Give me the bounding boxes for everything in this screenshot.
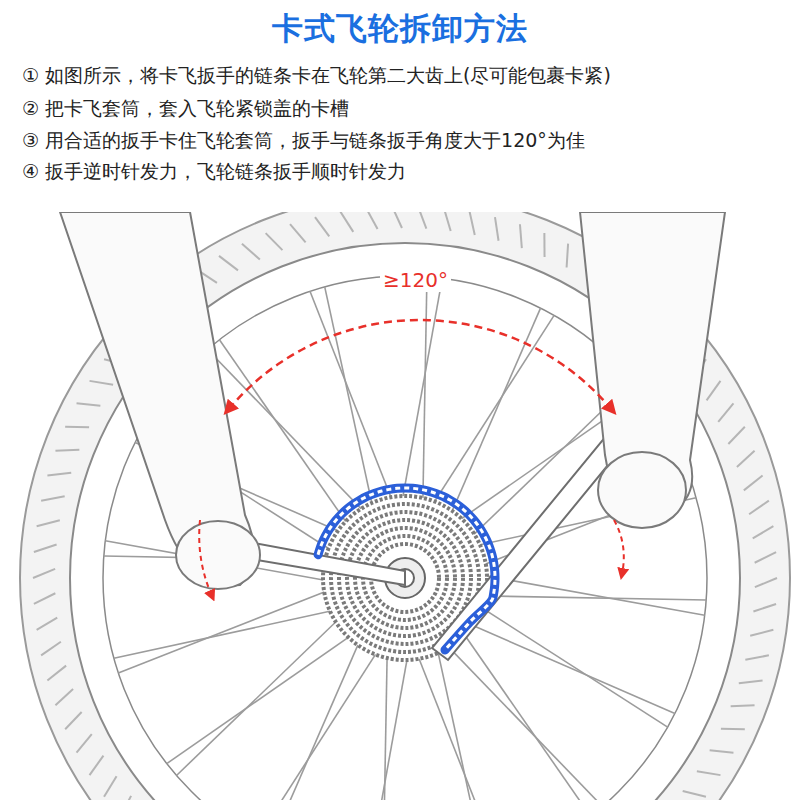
tire-tread <box>520 224 522 248</box>
tire-tread <box>543 233 545 257</box>
tire-tread <box>37 520 60 526</box>
right-hand <box>598 452 686 528</box>
tire-tread <box>65 426 89 429</box>
tire-tread <box>120 796 131 800</box>
tire-tread <box>749 501 769 515</box>
tire-tread <box>315 217 329 236</box>
tire-tread <box>47 473 71 476</box>
spoke <box>114 603 368 658</box>
tire-tread <box>34 544 57 552</box>
tire-tread <box>219 256 238 271</box>
tire-tread <box>731 705 755 706</box>
tire-tread <box>750 630 773 636</box>
tire-tread <box>755 578 777 587</box>
tire-tread <box>242 244 260 260</box>
chain <box>318 488 495 650</box>
tire-tread <box>55 450 79 451</box>
tire-tread <box>707 381 721 400</box>
tire-tread <box>34 593 55 604</box>
tire-tread <box>755 552 776 563</box>
tire-tread <box>444 212 451 231</box>
tire-tread <box>90 756 104 775</box>
tire-tread <box>65 712 81 729</box>
wheel-group <box>20 212 790 800</box>
tire-tread <box>33 569 55 578</box>
tire-tread <box>41 642 61 656</box>
force-arrow <box>199 520 212 596</box>
tire-tread <box>37 618 58 630</box>
tire-tread <box>721 728 745 731</box>
tire-tread <box>745 655 769 659</box>
angle-arc <box>228 320 611 409</box>
tire-tread <box>683 791 706 797</box>
step-text: ① 如图所示，将卡飞扳手的链条卡在飞轮第二大齿上(尽可能包裹卡紧) <box>22 64 611 87</box>
tire-tread <box>739 681 763 684</box>
tire-tread <box>470 212 475 235</box>
tire-tread <box>753 604 776 612</box>
angle-label: ≥120° <box>380 268 451 292</box>
tire-tread <box>90 381 114 385</box>
tire-tread <box>55 689 73 705</box>
chain-links <box>318 488 495 650</box>
tire-tread <box>744 475 763 490</box>
tire-tread <box>728 427 744 444</box>
tire-tread <box>340 212 353 232</box>
step-text: ② 把卡飞套筒，套入飞轮紧锁盖的卡槽 <box>22 97 349 120</box>
tire-tread <box>753 526 774 538</box>
tire-tread <box>266 233 283 250</box>
tire-tread <box>737 451 755 467</box>
step-text: ③ 用合适的扳手卡住飞轮套筒，扳手与链条扳手角度大于120°为佳 <box>22 129 585 152</box>
tire-tread <box>392 212 402 228</box>
tire-tread <box>290 224 306 242</box>
tire-tread <box>697 771 721 775</box>
tire-tread <box>47 666 66 681</box>
force-arrow <box>614 520 624 574</box>
tire-tread <box>77 403 101 405</box>
tire-tread <box>710 750 734 752</box>
tire-tread <box>495 217 499 241</box>
left-hand <box>176 521 260 589</box>
tire-tread <box>418 212 426 229</box>
tire <box>20 212 790 800</box>
tire-tread <box>41 496 65 500</box>
tire-tread <box>567 244 568 268</box>
tire-tread <box>104 776 117 796</box>
tire-tread <box>366 212 377 229</box>
tire-tread <box>718 403 733 421</box>
title: 卡式飞轮拆卸方法 <box>272 10 528 47</box>
tire-tread <box>77 734 92 752</box>
step-text: ④ 扳手逆时针发力，飞轮链条扳手顺时针发力 <box>22 160 406 183</box>
